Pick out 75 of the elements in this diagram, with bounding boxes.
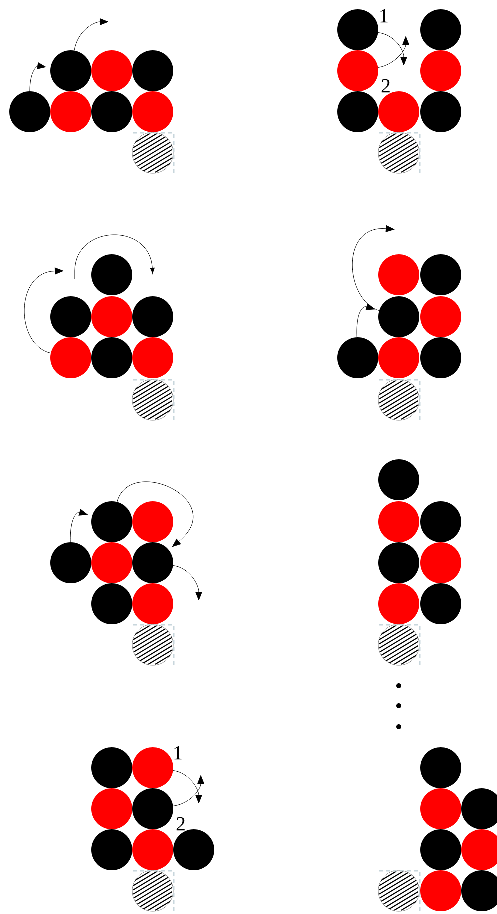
- disc: [132, 542, 174, 584]
- arrow: [352, 226, 395, 312]
- hatched-disc: [378, 624, 421, 666]
- disc: [92, 502, 132, 542]
- hatched-disc: [132, 132, 175, 174]
- disc: [174, 830, 214, 870]
- disc: [92, 748, 132, 788]
- hatched-disc: [132, 870, 175, 912]
- disc: [420, 254, 462, 296]
- disc: [338, 92, 378, 132]
- hatched-disc: [378, 379, 421, 421]
- disc: [132, 502, 174, 542]
- disc: [378, 542, 420, 584]
- disc: [420, 584, 462, 624]
- disc: [378, 92, 420, 132]
- callout-number: 1: [380, 9, 388, 23]
- disc: [50, 92, 92, 132]
- disc: [50, 296, 92, 338]
- arrow: [30, 62, 46, 92]
- disc: [378, 338, 420, 378]
- disc: [132, 748, 174, 788]
- disc: [50, 542, 92, 584]
- disc: [420, 830, 462, 870]
- disc: [420, 338, 462, 378]
- disc: [378, 584, 420, 624]
- disc: [92, 296, 132, 338]
- disc: [92, 542, 132, 584]
- disc: [92, 92, 132, 132]
- disc: [92, 830, 132, 870]
- hatched-disc: [378, 132, 421, 174]
- disc: [132, 50, 174, 92]
- disc: [92, 584, 132, 624]
- disc: [338, 10, 378, 50]
- disc: [132, 338, 174, 378]
- disc: [50, 338, 92, 378]
- callout-number: 2: [382, 79, 390, 93]
- disc: [378, 460, 420, 500]
- disc: [378, 502, 420, 542]
- hatched-disc: [132, 379, 175, 421]
- disc: [132, 92, 174, 132]
- disc: [420, 748, 462, 788]
- hatched-disc: [378, 870, 421, 912]
- arrow: [173, 566, 202, 601]
- arrow: [356, 304, 376, 338]
- disc: [132, 788, 174, 830]
- disc: [420, 10, 462, 50]
- disc: [132, 584, 174, 624]
- arrow: [74, 18, 109, 51]
- disc: [378, 296, 420, 338]
- disc: [420, 870, 462, 912]
- disc: [132, 296, 174, 338]
- disc: [420, 502, 462, 542]
- callout-number: 1: [174, 746, 182, 760]
- callout-number: 2: [176, 817, 185, 831]
- disc: [92, 788, 132, 830]
- disc: [92, 50, 132, 92]
- disc: [420, 50, 462, 92]
- disc: [378, 254, 420, 296]
- arrow: [117, 482, 194, 548]
- arrow: [70, 509, 88, 543]
- disc: [92, 338, 132, 378]
- disc: [50, 50, 92, 92]
- disc: [92, 254, 132, 296]
- disc: [132, 830, 174, 870]
- disc: [420, 296, 462, 338]
- arrow: [173, 770, 202, 804]
- disc: [338, 338, 378, 378]
- hatched-disc: [132, 624, 175, 666]
- arrow: [24, 268, 64, 354]
- disc: [420, 788, 462, 830]
- disc: [338, 50, 378, 92]
- disc: [10, 92, 50, 132]
- disc: [420, 542, 462, 584]
- disc: [420, 92, 462, 132]
- arrow: [173, 775, 204, 806]
